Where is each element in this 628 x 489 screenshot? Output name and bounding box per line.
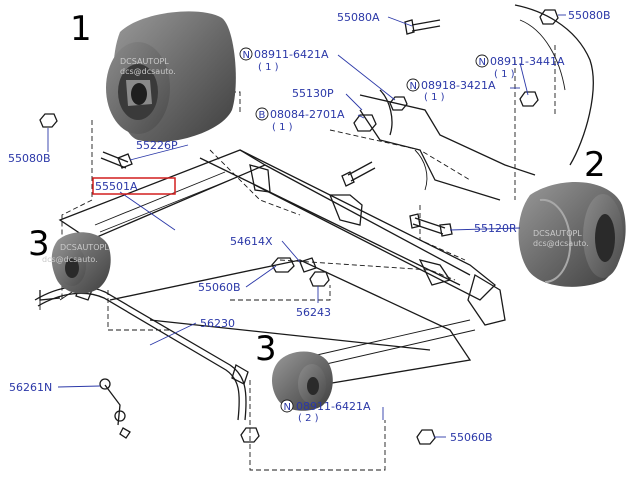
- fasteners: [39, 9, 559, 445]
- label-56230: 56230: [200, 317, 235, 330]
- label-56243: 56243: [296, 306, 331, 319]
- stabilizer-bar: [34, 283, 249, 421]
- qty-08911-6421A-top: ( 1 ): [258, 62, 279, 73]
- label-54614X: 54614X: [230, 235, 273, 248]
- qty-08911-3441A: ( 1 ): [494, 69, 515, 80]
- bushing-3-center-image: [272, 351, 333, 411]
- label-55130P: 55130P: [292, 87, 334, 100]
- body-bracket: [359, 4, 594, 201]
- label-08918-3421A: 08918-3421A: [421, 79, 496, 92]
- label-55060B-mid: 55060B: [198, 281, 241, 294]
- watermark-text: DCSAUTOPL: [60, 243, 109, 252]
- label-08911-6421A-top: 08911-6421A: [254, 48, 329, 61]
- bushing-3-left-image: DCSAUTOPL dcs@dcsauto.: [42, 232, 111, 294]
- circle-markers: N N N B N: [239, 47, 489, 413]
- watermark-text: DCSAUTOPL: [120, 57, 169, 66]
- callout-1: 1: [70, 9, 92, 49]
- label-55226P: 55226P: [136, 139, 178, 152]
- callout-3-center: 3: [255, 329, 277, 369]
- label-55501A: 55501A: [95, 180, 138, 193]
- watermark-text: dcs@dcsauto.: [42, 255, 98, 264]
- watermark-text: dcs@dcsauto.: [533, 239, 589, 248]
- watermark-text: dcs@dcsauto.: [120, 67, 176, 76]
- bushing-1-image: DCSAUTOPL dcs@dcsauto.: [106, 11, 236, 143]
- highlight-box-55501A: [92, 177, 176, 195]
- bushing-2-image: DCSAUTOPL dcs@dcsauto.: [518, 182, 626, 287]
- rear-subframe: [39, 149, 506, 391]
- marker-n: N: [410, 81, 417, 92]
- marker-n: N: [284, 402, 291, 413]
- qty-08084-2701A: ( 1 ): [272, 122, 293, 133]
- part-labels: 55080A 55080B 08911-6421A ( 1 ) 08911-34…: [8, 9, 611, 444]
- label-08911-6421A-bottom: 08911-6421A: [296, 400, 371, 413]
- label-55080A: 55080A: [337, 11, 380, 24]
- stabilizer-link: [99, 378, 131, 439]
- qty-08918-3421A: ( 1 ): [424, 92, 445, 103]
- label-56261N: 56261N: [9, 381, 52, 394]
- qty-08911-6421A-bottom: ( 2 ): [298, 413, 319, 424]
- label-55080B-top: 55080B: [568, 9, 611, 22]
- marker-n: N: [243, 50, 250, 61]
- watermark-text: DCSAUTOPL: [533, 229, 582, 238]
- label-55080B-left: 55080B: [8, 152, 51, 165]
- label-08911-3441A: 08911-3441A: [490, 55, 565, 68]
- label-55120R: 55120R: [474, 222, 517, 235]
- marker-n: N: [479, 57, 486, 68]
- callout-numbers: 1 2 3 3: [28, 9, 606, 369]
- leader-lines: [47, 14, 566, 438]
- callout-2: 2: [584, 145, 606, 185]
- label-55060B-bottom: 55060B: [450, 431, 493, 444]
- label-08084-2701A: 08084-2701A: [270, 108, 345, 121]
- marker-b: B: [259, 110, 266, 121]
- callout-3-left: 3: [28, 224, 50, 264]
